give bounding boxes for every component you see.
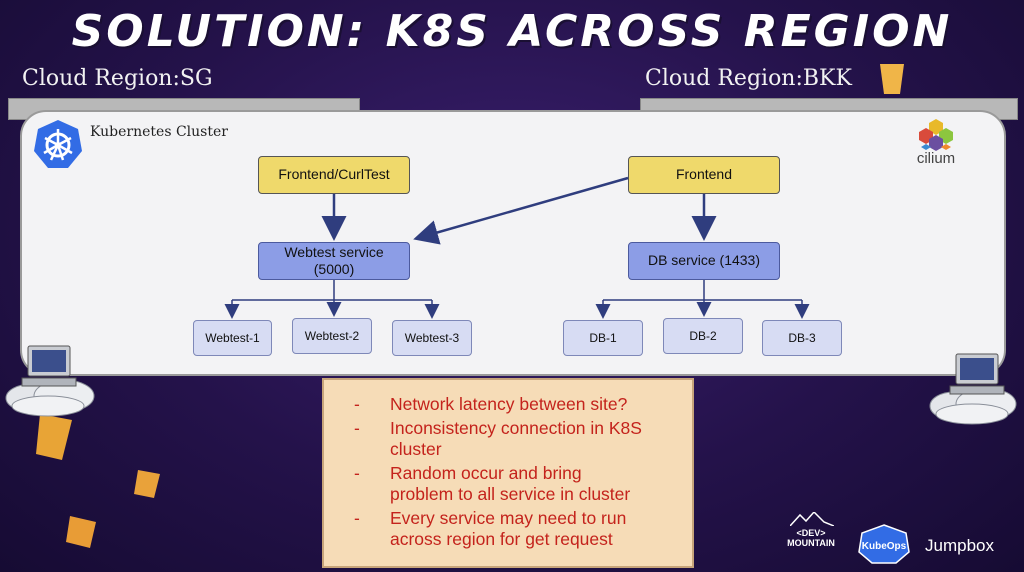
slide-title: SOLUTION: K8S ACROSS REGION [71, 6, 953, 57]
computer-cloud-icon [5, 345, 95, 417]
sky-lantern-icon [66, 516, 96, 548]
sky-lantern-icon [880, 64, 904, 94]
devmountain-logo: <DEV> MOUNTAIN [787, 528, 835, 548]
db-pod-1: DB-1 [563, 320, 643, 356]
sky-lantern-icon [134, 470, 160, 498]
computer-cloud-icon [929, 353, 1017, 425]
region-label-sg: Cloud Region:SG [22, 66, 213, 91]
kubernetes-helm-icon [34, 120, 82, 168]
mountain-logo-icon [790, 512, 834, 526]
issues-notes-panel: - Network latency between site? - Incons… [322, 378, 694, 568]
arrow-frontend-to-webtest [413, 176, 629, 245]
issue-item: - Inconsistency connection in K8S cluste… [354, 418, 642, 459]
svg-text:KubeOps: KubeOps [862, 541, 907, 552]
webtest-fanout [224, 280, 440, 319]
webtest-service-port: (5000) [313, 261, 355, 277]
webtest-service-label: Webtest service [284, 243, 384, 260]
issue-item: - Every service may need to run across r… [354, 508, 627, 549]
db-pod-3: DB-3 [762, 320, 842, 356]
issues-list: - Network latency between site? - Incons… [350, 394, 674, 550]
kubeops-logo: KubeOps [858, 524, 910, 564]
frontend-node: Frontend [628, 156, 780, 194]
cilium-label: cilium [916, 150, 956, 167]
region-label-bkk: Cloud Region:BKK [645, 66, 852, 91]
issue-item: - Random occur and bring problem to all … [354, 463, 631, 504]
db-service-node: DB service (1433) [628, 242, 780, 280]
issue-item: - Network latency between site? [354, 394, 628, 414]
db-fanout [595, 280, 810, 319]
jumpbox-logo: Jumpbox [925, 536, 994, 555]
sky-lantern-icon [36, 414, 72, 460]
frontend-curltest-node: Frontend/CurlTest [258, 156, 410, 194]
webtest-service-node: Webtest service (5000) [258, 242, 410, 280]
webtest-pod-2: Webtest-2 [292, 318, 372, 354]
webtest-pod-3: Webtest-3 [392, 320, 472, 356]
cilium-hexagon-icon [919, 119, 953, 151]
db-pod-2: DB-2 [663, 318, 743, 354]
webtest-pod-1: Webtest-1 [193, 320, 272, 356]
cluster-label: Kubernetes Cluster [90, 124, 228, 140]
